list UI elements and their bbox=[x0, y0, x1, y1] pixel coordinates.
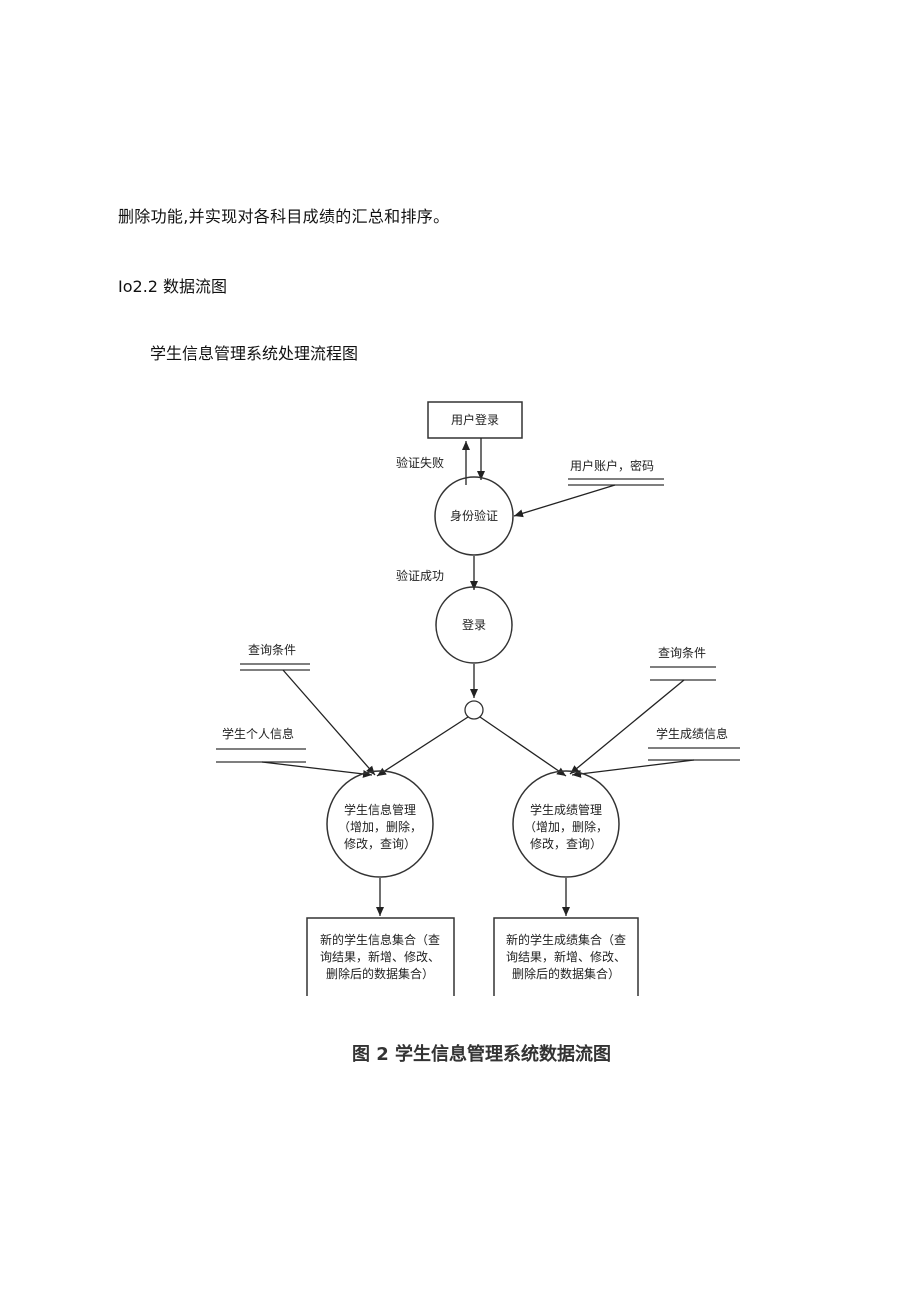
arrow-queryleft-to-info bbox=[282, 669, 376, 776]
process-auth-circle bbox=[434, 476, 514, 556]
output-info-set-line3: 删除后的数据集合） bbox=[326, 966, 434, 981]
entity-user-login-label: 用户登录 bbox=[451, 412, 499, 427]
arrow-queryright-to-score bbox=[569, 679, 685, 775]
label-verify-fail: 验证失败 bbox=[396, 455, 444, 470]
label-verify-success: 验证成功 bbox=[396, 568, 444, 583]
store-student-info-label: 学生个人信息 bbox=[222, 726, 294, 741]
process-score-mgmt-circle bbox=[512, 770, 620, 878]
process-score-mgmt-line1: 学生成绩管理 bbox=[530, 802, 602, 817]
diagram-subtitle: 学生信息管理系统处理流程图 bbox=[150, 344, 359, 363]
entity-user-login-box bbox=[427, 401, 523, 439]
output-score-set-line2: 询结果，新增、修改、 bbox=[506, 949, 626, 964]
store-score-info-label: 学生成绩信息 bbox=[656, 726, 728, 741]
arrow-studentinfo-to-info bbox=[261, 761, 373, 778]
process-auth-label: 身份验证 bbox=[450, 508, 498, 523]
output-info-set-line2: 询结果，新增、修改、 bbox=[320, 949, 440, 964]
paragraph-tail: 删除功能,并实现对各科目成绩的汇总和排序。 bbox=[118, 207, 450, 226]
arrow-account-to-auth bbox=[513, 484, 616, 518]
output-info-set-box bbox=[306, 917, 455, 996]
process-info-mgmt-line3: 修改，查询） bbox=[344, 836, 416, 851]
process-info-mgmt-line2: （增加，删除， bbox=[338, 819, 422, 834]
output-info-set-line1: 新的学生信息集合（查 bbox=[320, 932, 440, 947]
output-score-set-line3: 删除后的数据集合） bbox=[512, 966, 620, 981]
section-heading: Io2.2 数据流图 bbox=[118, 277, 228, 296]
store-query-left-label: 查询条件 bbox=[248, 643, 296, 657]
store-account-password-label: 用户账户，密码 bbox=[570, 458, 654, 473]
process-info-mgmt-line1: 学生信息管理 bbox=[344, 802, 416, 817]
figure-caption: 图 2 学生信息管理系统数据流图 bbox=[352, 1044, 612, 1065]
process-login-label: 登录 bbox=[462, 617, 486, 632]
store-query-right-label: 查询条件 bbox=[658, 646, 706, 660]
output-score-set-line1: 新的学生成绩集合（查 bbox=[506, 932, 626, 947]
junction-circle bbox=[464, 700, 484, 720]
arrow-junction-to-info bbox=[376, 716, 469, 777]
arrow-scoreinfo-to-score bbox=[571, 759, 695, 778]
output-score-set-box bbox=[493, 917, 639, 996]
process-score-mgmt-line3: 修改，查询） bbox=[530, 836, 602, 851]
process-login-circle bbox=[435, 586, 513, 664]
process-info-mgmt-circle bbox=[326, 770, 434, 878]
process-score-mgmt-line2: （增加，删除， bbox=[524, 819, 608, 834]
arrow-junction-to-score bbox=[479, 716, 567, 777]
